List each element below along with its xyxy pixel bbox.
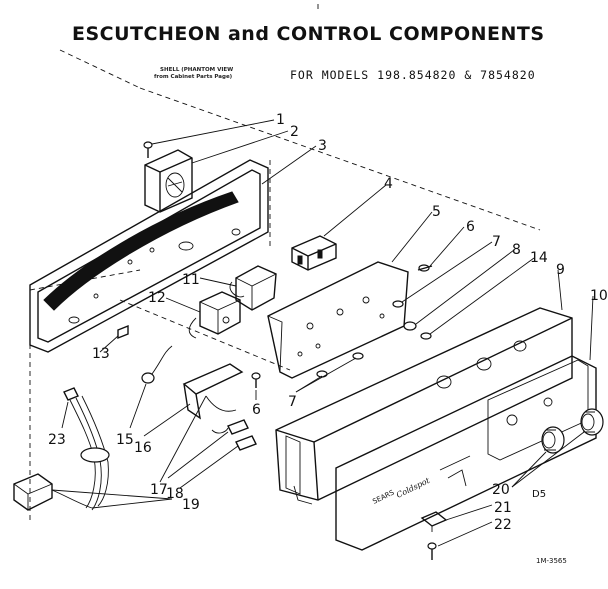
callout-2: 2 <box>290 124 299 140</box>
callout-22: 22 <box>494 517 512 533</box>
callout-6: 6 <box>466 219 475 235</box>
console-brand-logo: Coldspot <box>395 476 432 500</box>
screw-part-7-group <box>316 300 432 378</box>
lamp-socket-part-15 <box>141 345 173 384</box>
phantom-note-line1: SHELL (PHANTOM VIEW <box>160 67 233 73</box>
callout-23: 23 <box>48 432 66 448</box>
callout-8: 8 <box>512 242 521 258</box>
callout-6-lower: 6 <box>252 402 261 418</box>
section-code: D5 <box>532 489 546 500</box>
callout-1: 1 <box>276 112 285 128</box>
drawing-number: 1M-3565 <box>536 557 567 565</box>
phantom-note-line2: from Cabinet Parts Page) <box>154 74 233 80</box>
control-panel-backing <box>29 159 269 353</box>
diagram-title: ESCUTCHEON and CONTROL COMPONENTS <box>72 23 545 45</box>
leader-lines <box>51 119 594 547</box>
transformer-part-2 <box>144 149 193 213</box>
callout-21: 21 <box>494 500 512 516</box>
callout-3: 3 <box>318 138 327 154</box>
callout-14: 14 <box>530 250 548 266</box>
pin-part-13 <box>117 324 129 340</box>
screw-part-6-lower <box>251 372 261 388</box>
shell-phantom-outline <box>29 49 541 520</box>
callout-18: 18 <box>166 486 184 502</box>
console-brand-prefix: SEARS <box>371 488 396 506</box>
callout-13: 13 <box>92 346 110 362</box>
nut-part-8 <box>403 321 417 331</box>
bracket-part-16 <box>182 363 244 420</box>
control-knob-part-20-left <box>541 426 565 454</box>
models-line: FOR MODELS 198.854820 & 7854820 <box>290 68 536 82</box>
callout-20: 20 <box>492 482 510 498</box>
screw-part-1 <box>143 141 153 158</box>
escutcheon-part-9 <box>275 307 573 505</box>
lamp-part-17 <box>211 419 249 435</box>
callout-9: 9 <box>556 262 565 278</box>
mounting-bracket-part-5 <box>267 261 409 379</box>
callout-19: 19 <box>182 497 200 513</box>
callout-12: 12 <box>148 290 166 306</box>
callout-4: 4 <box>384 176 393 192</box>
wire-harness-part-19 <box>13 395 110 511</box>
switch-part-12 <box>188 291 241 339</box>
switch-part-11 <box>229 265 277 311</box>
callout-5: 5 <box>432 204 441 220</box>
screw-part-6-upper <box>417 264 433 272</box>
screw-part-22 <box>427 542 437 560</box>
switch-part-4 <box>291 235 337 271</box>
callout-10: 10 <box>590 288 608 304</box>
callout-7-lower: 7 <box>288 394 297 410</box>
callout-15: 15 <box>116 432 134 448</box>
lamp-part-18 <box>235 435 257 451</box>
callout-17: 17 <box>150 482 168 498</box>
control-knob-part-20-right <box>580 408 604 436</box>
callout-7: 7 <box>492 234 501 250</box>
callout-16: 16 <box>134 440 152 456</box>
connector-part-23 <box>63 387 79 401</box>
callout-11: 11 <box>182 272 200 288</box>
callout-labels: 1 2 3 4 5 6 7 8 14 9 10 11 12 13 7 6 23 … <box>48 112 608 533</box>
